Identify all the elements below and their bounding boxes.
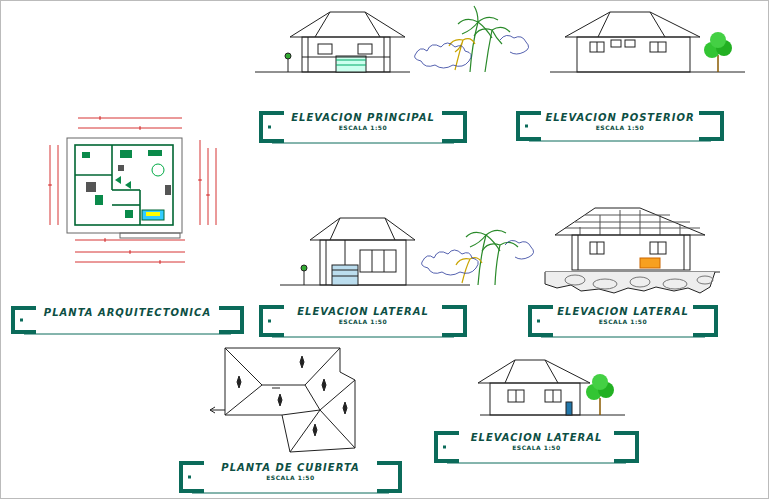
frame-dot	[525, 125, 528, 128]
underline	[447, 463, 626, 464]
title-frame: ELEVACION POSTERIORESCALA 1:50	[515, 110, 725, 142]
frame-dot	[20, 319, 23, 322]
drawing-title: ELEVACION LATERAL	[433, 430, 640, 443]
palm-trees	[456, 230, 518, 285]
underline	[529, 141, 711, 142]
bracket-right	[699, 113, 722, 139]
roof-plan	[210, 348, 355, 452]
section-elevation	[545, 208, 720, 293]
title-frame: ELEVACION LATERALESCALA 1:50	[258, 304, 468, 338]
title-frame: ELEVACION LATERALESCALA 1:50	[433, 430, 640, 464]
underline	[272, 143, 454, 144]
bracket-right	[693, 307, 716, 335]
underline	[541, 337, 705, 338]
scale-note: ESCALA 1:50	[258, 318, 468, 325]
bracket-left	[13, 308, 36, 332]
frame-dot	[537, 320, 540, 323]
drawing-title: ELEVACION LATERAL	[258, 304, 468, 317]
bracket-right	[614, 433, 637, 461]
drawing-title: ELEVACION PRINCIPAL	[258, 110, 468, 123]
floor-plan	[48, 116, 216, 264]
bracket-right	[377, 463, 400, 491]
bracket-left	[436, 433, 459, 461]
tree	[586, 374, 614, 415]
drawing-title: PLANTA DE CUBIERTA	[178, 460, 403, 473]
bracket-right	[442, 307, 465, 335]
scale-note: ESCALA 1:50	[515, 124, 725, 131]
underline	[272, 337, 454, 338]
title-frame: PLANTA ARQUITECTONICA	[10, 305, 245, 335]
bracket-left	[518, 113, 541, 139]
clouds	[415, 35, 529, 68]
frame-dot	[443, 446, 446, 449]
front-elevation	[255, 12, 410, 72]
title-frame: ELEVACION LATERALESCALA 1:50	[527, 304, 719, 338]
frame-dot	[268, 126, 271, 129]
drawing-title: ELEVACION LATERAL	[527, 304, 719, 317]
tree	[704, 32, 732, 72]
scale-note: ESCALA 1:50	[527, 318, 719, 325]
drawing-title: ELEVACION POSTERIOR	[515, 110, 725, 123]
bracket-right	[219, 308, 242, 332]
bracket-left	[181, 463, 204, 491]
rear-elevation	[550, 12, 745, 72]
drawing-title: PLANTA ARQUITECTONICA	[10, 305, 245, 318]
frame-dot	[268, 320, 271, 323]
bracket-left	[261, 113, 284, 141]
bracket-left	[261, 307, 284, 335]
title-frame: PLANTA DE CUBIERTAESCALA 1:50	[178, 460, 403, 494]
underline	[192, 493, 389, 494]
clouds	[422, 240, 534, 275]
scale-note: ESCALA 1:50	[178, 474, 403, 481]
bracket-right	[442, 113, 465, 141]
side-elevation	[478, 360, 625, 415]
frame-dot	[188, 476, 191, 479]
title-frame: ELEVACION PRINCIPALESCALA 1:50	[258, 110, 468, 144]
underline	[24, 334, 231, 335]
bracket-left	[530, 307, 553, 335]
scale-note: ESCALA 1:50	[258, 124, 468, 131]
scale-note: ESCALA 1:50	[433, 444, 640, 451]
